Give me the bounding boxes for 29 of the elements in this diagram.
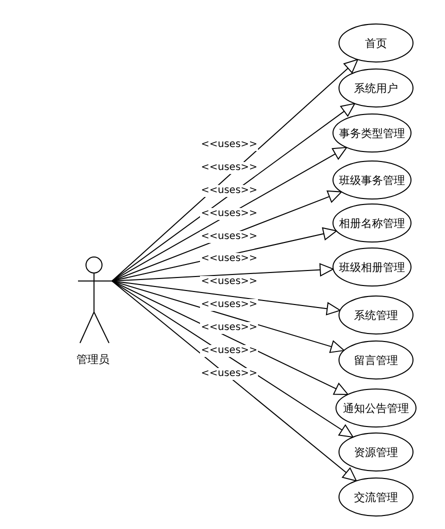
use-case-name: 班级相册管理 bbox=[339, 260, 405, 274]
use-case-name: 相册名称管理 bbox=[339, 216, 405, 230]
association-arrow bbox=[112, 280, 345, 353]
edge-label: <<uses>> bbox=[200, 368, 258, 380]
use-case-name: 系统管理 bbox=[354, 308, 398, 322]
edge-label: <<uses>> bbox=[200, 253, 258, 265]
edge-label: <<uses>> bbox=[200, 231, 258, 243]
association-arrow bbox=[112, 280, 354, 438]
edge-label: <<uses>> bbox=[200, 139, 258, 151]
use-case-name: 通知公告管理 bbox=[343, 400, 409, 416]
association-arrow bbox=[112, 280, 341, 316]
actor-name: 管理员 bbox=[76, 352, 110, 367]
edge-label: <<uses>> bbox=[200, 322, 258, 334]
edge-label: <<uses>> bbox=[200, 185, 258, 197]
association-arrow bbox=[112, 280, 357, 482]
edge-label: <<uses>> bbox=[200, 162, 258, 174]
edge-label: <<uses>> bbox=[200, 299, 258, 311]
use-case-name: 首页 bbox=[365, 36, 387, 50]
association-arrow bbox=[112, 59, 358, 282]
use-case-name: 交流管理 bbox=[354, 490, 398, 504]
use-case-name: 资源管理 bbox=[354, 444, 398, 460]
association-arrow bbox=[112, 263, 334, 282]
use-case-name: 事务类型管理 bbox=[339, 126, 405, 140]
edge-label: <<uses>> bbox=[200, 345, 258, 357]
association-arrow bbox=[112, 103, 356, 282]
use-case-name: 留言管理 bbox=[354, 352, 398, 368]
edge-label: <<uses>> bbox=[200, 208, 258, 220]
use-case-name: 系统用户 bbox=[354, 80, 398, 96]
use-case-name: 班级事务管理 bbox=[339, 172, 405, 188]
